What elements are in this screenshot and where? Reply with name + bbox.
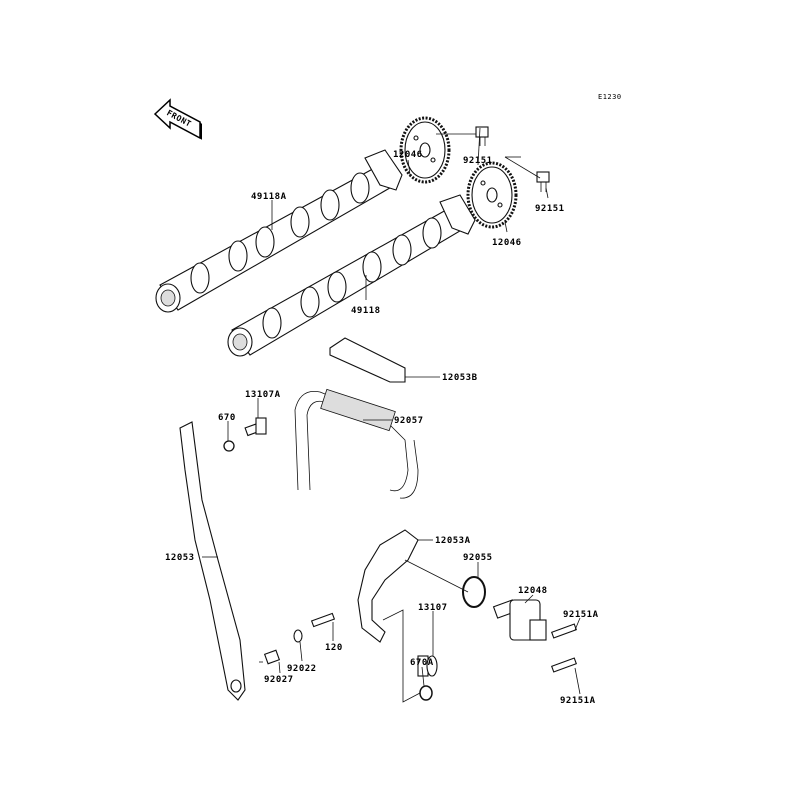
label-120: 120 xyxy=(325,643,343,653)
chain-guide-tensioner xyxy=(357,529,419,643)
bolt-92151a-lower xyxy=(550,657,578,673)
camshaft-lower xyxy=(227,194,476,357)
bolt-92151a-upper xyxy=(550,623,578,639)
bolt-13107a xyxy=(244,417,267,437)
diagram-code: E1230 xyxy=(598,93,622,101)
label-13107: 13107 xyxy=(418,603,448,613)
label-12053: 12053 xyxy=(165,553,195,563)
label-92151-upper: 92151 xyxy=(463,156,493,166)
tensioner-12048 xyxy=(492,599,547,641)
label-12053a: 12053A xyxy=(435,536,471,546)
label-12046-lower: 12046 xyxy=(492,238,522,248)
label-92055: 92055 xyxy=(463,553,493,563)
timing-chain xyxy=(294,388,419,499)
label-13107a: 13107A xyxy=(245,390,281,400)
label-92022: 92022 xyxy=(287,664,317,674)
bolt-92151-lower xyxy=(536,171,550,192)
label-12053b: 12053B xyxy=(442,373,478,383)
label-12046-upper: 12046 xyxy=(393,150,423,160)
sprocket-lower xyxy=(466,161,518,229)
oring-670 xyxy=(223,440,235,452)
oring-670a xyxy=(419,685,433,701)
label-670a: 670A xyxy=(410,658,434,668)
chain-guide-top xyxy=(329,337,406,383)
label-49118: 49118 xyxy=(351,306,381,316)
camshaft-upper xyxy=(155,149,403,313)
bolt-92151-upper xyxy=(475,126,489,146)
front-arrow-icon: FRONT xyxy=(153,98,202,140)
label-92151a-lower: 92151A xyxy=(560,696,596,706)
label-49118a: 49118A xyxy=(251,192,287,202)
label-92057: 92057 xyxy=(394,416,424,426)
label-92027: 92027 xyxy=(264,675,294,685)
label-92151a-upper: 92151A xyxy=(563,610,599,620)
label-670: 670 xyxy=(218,413,236,423)
washer-92022 xyxy=(293,629,303,643)
label-92151-lower: 92151 xyxy=(535,204,565,214)
leader-lines xyxy=(202,127,581,703)
oring-92055 xyxy=(462,576,486,608)
label-12048: 12048 xyxy=(518,586,548,596)
bolt-120 xyxy=(310,612,336,628)
collar-92027 xyxy=(263,649,281,665)
chain-guide-left xyxy=(179,421,246,701)
bolt-13107 xyxy=(417,655,438,677)
